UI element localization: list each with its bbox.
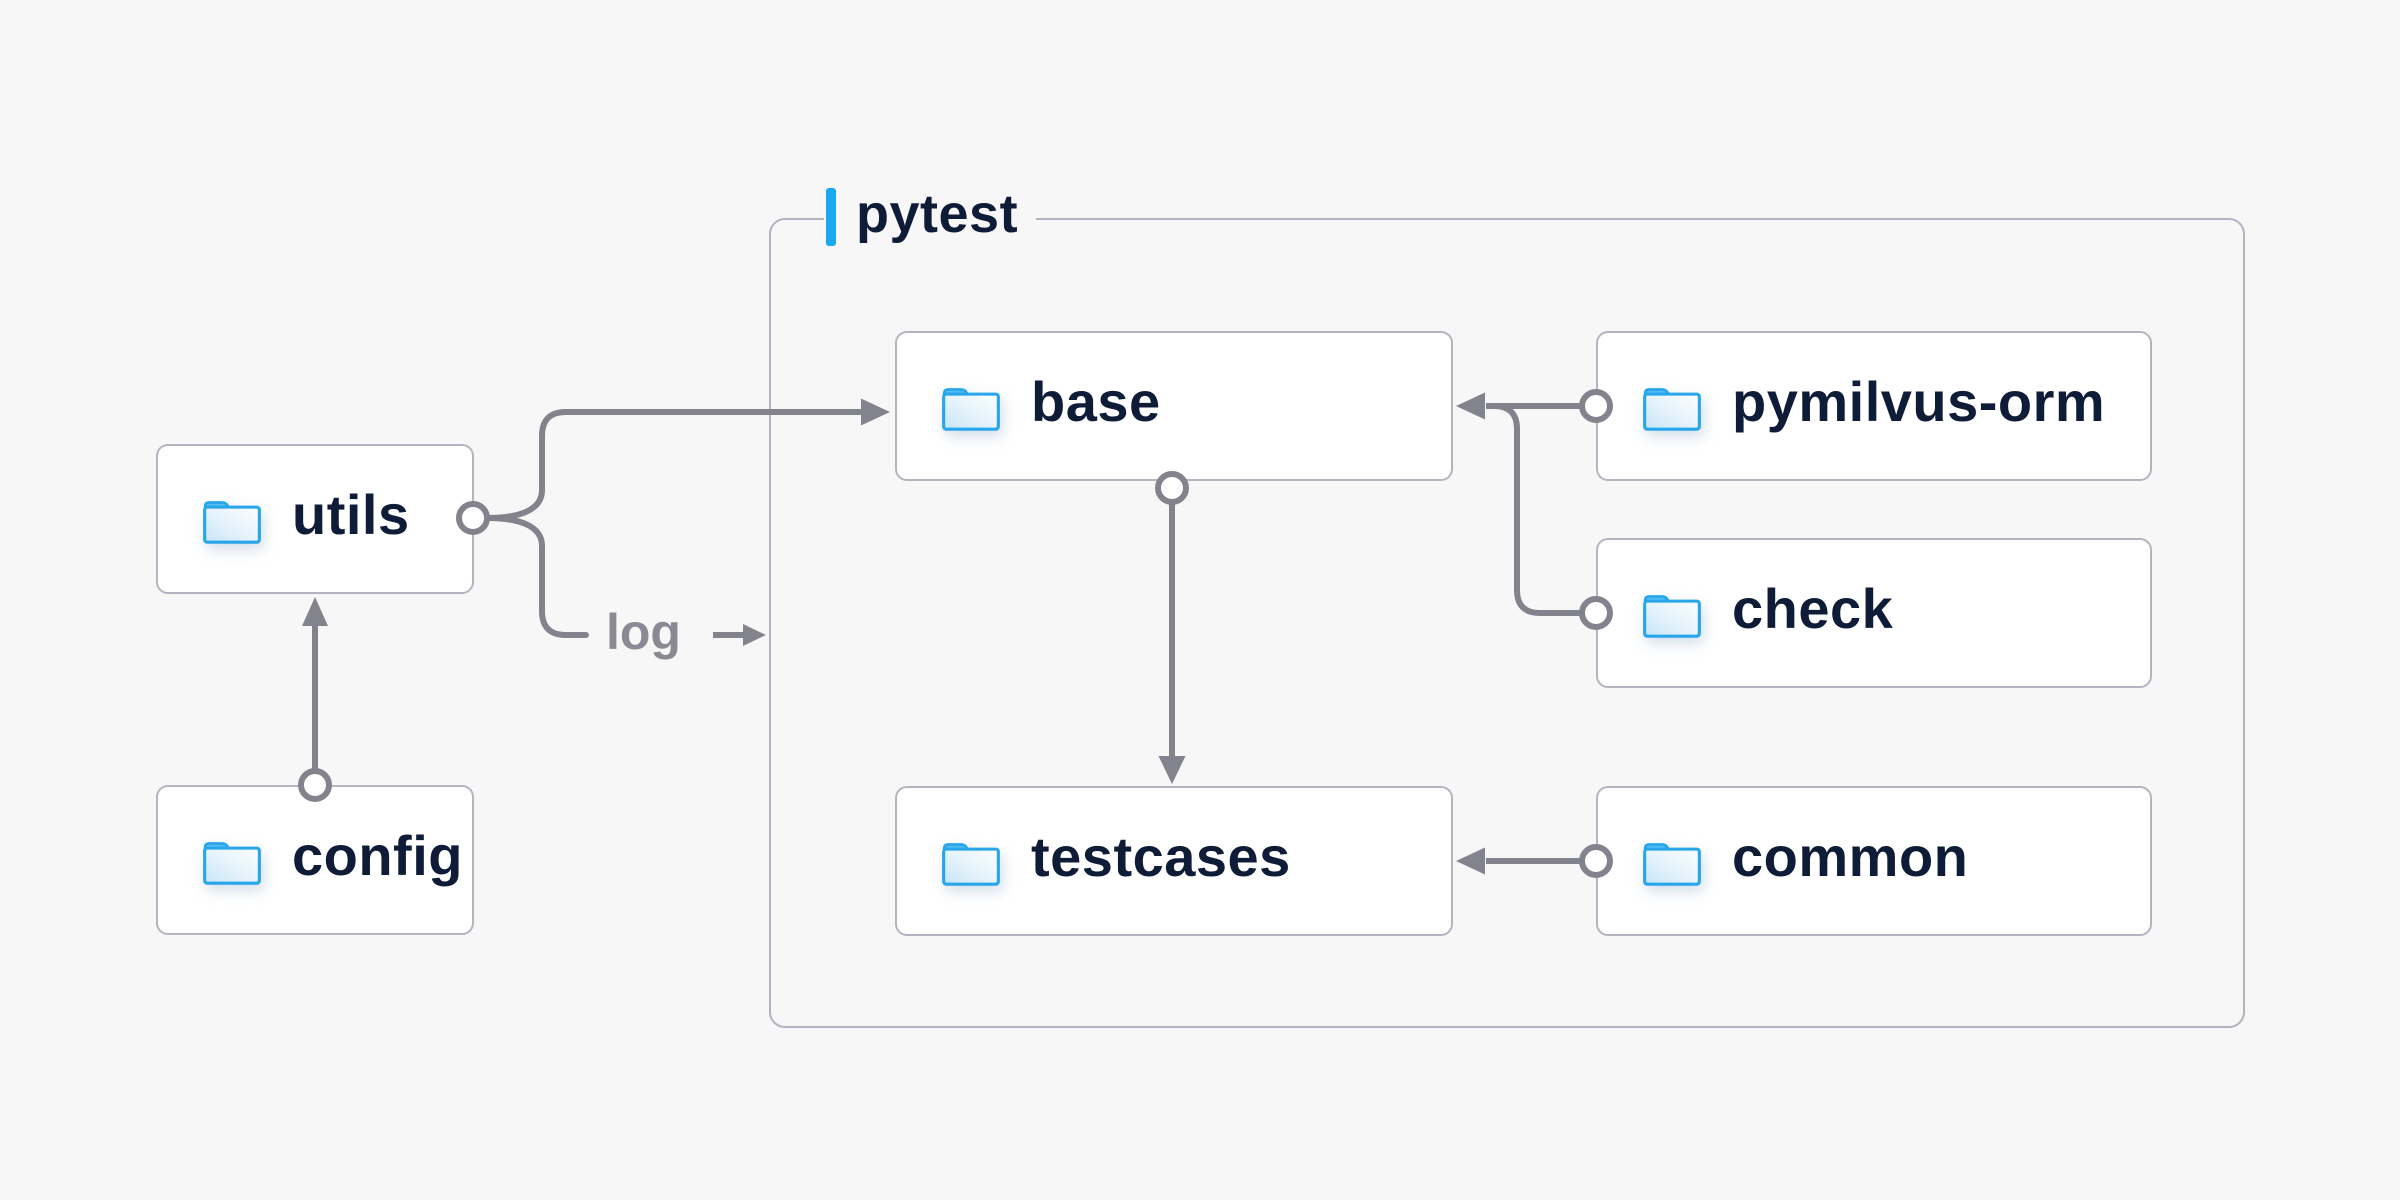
folder-icon [939, 379, 1003, 433]
arrowhead-right-small-icon [743, 624, 766, 646]
folder-icon [200, 492, 264, 546]
accent-bar [826, 188, 836, 246]
node-base: base [895, 331, 1453, 481]
pytest-group-container [769, 218, 2245, 1028]
node-label: base [1031, 370, 1161, 433]
node-label: pymilvus-orm [1732, 370, 2106, 433]
folder-icon [1640, 379, 1704, 433]
node-config: config [156, 785, 474, 935]
folder-icon [939, 834, 1003, 888]
group-title: pytest [856, 184, 1019, 244]
node-pymilvus-orm: pymilvus-orm [1596, 331, 2152, 481]
folder-icon [200, 833, 264, 887]
edge-utils-to-log [484, 515, 589, 638]
node-utils: utils [156, 444, 474, 594]
arrowhead-up-icon [302, 597, 328, 626]
node-testcases: testcases [895, 786, 1453, 936]
node-label: check [1732, 577, 1894, 640]
folder-icon [1640, 834, 1704, 888]
pytest-group-header: pytest [824, 184, 1037, 248]
node-label: config [292, 824, 463, 887]
node-common: common [1596, 786, 2152, 936]
node-label: common [1732, 825, 1969, 888]
node-label: testcases [1031, 825, 1291, 888]
node-label: utils [292, 483, 410, 546]
log-edge-label: log [606, 604, 681, 660]
node-check: check [1596, 538, 2152, 688]
folder-icon [1640, 586, 1704, 640]
